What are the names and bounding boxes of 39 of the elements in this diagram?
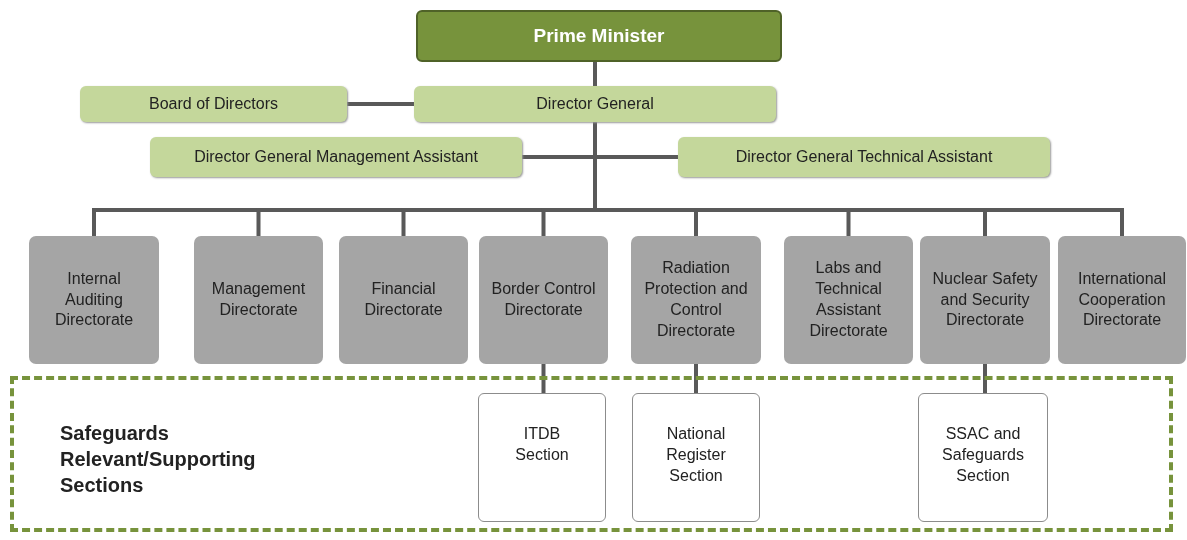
directorate-box xyxy=(29,236,159,364)
box-label: ITDB Section xyxy=(514,424,570,465)
box-label: Labs and Technical Assistant Directorate xyxy=(808,258,889,341)
connector-line xyxy=(347,102,414,106)
directorate-box xyxy=(479,236,608,364)
box-label: Border Control Directorate xyxy=(490,279,597,320)
box-label: Prime Minister xyxy=(533,25,665,47)
box-label: Director General Management Assistant xyxy=(194,148,478,166)
directorate-box xyxy=(631,236,761,364)
connector-line xyxy=(541,364,546,393)
box-label: Board of Directors xyxy=(149,95,278,113)
group-heading: Safeguards Relevant/Supporting Sections xyxy=(60,421,257,498)
box-label: Management Directorate xyxy=(210,279,307,320)
box-label: SSAC and Safeguards Section xyxy=(941,424,1025,486)
connector-line xyxy=(694,364,698,393)
directorate-box xyxy=(784,236,913,364)
directorate-box xyxy=(339,236,468,364)
connector-line xyxy=(593,62,597,86)
connector-line xyxy=(983,364,987,393)
box-label: Director General Technical Assistant xyxy=(735,148,993,166)
dashed-group-box xyxy=(10,376,1173,532)
section-box xyxy=(478,393,606,522)
directorate-box xyxy=(1058,236,1186,364)
box-label: Director General xyxy=(536,95,654,113)
box-label: Internal Auditing Directorate xyxy=(53,268,135,331)
section-box xyxy=(918,393,1048,522)
office-box xyxy=(150,137,522,177)
directorate-box xyxy=(920,236,1050,364)
box-label: National Register Section xyxy=(665,424,727,486)
office-box xyxy=(80,86,347,122)
top-box xyxy=(416,10,782,62)
directorate-box xyxy=(194,236,323,364)
box-label: Radiation Protection and Control Directorate xyxy=(643,258,749,341)
box-label: Nuclear Safety and Security Directorate xyxy=(931,268,1039,331)
box-label: International Cooperation Directorate xyxy=(1076,268,1168,331)
section-box xyxy=(632,393,760,522)
office-box xyxy=(414,86,776,122)
office-box xyxy=(678,137,1050,177)
box-label: Financial Directorate xyxy=(363,279,444,320)
